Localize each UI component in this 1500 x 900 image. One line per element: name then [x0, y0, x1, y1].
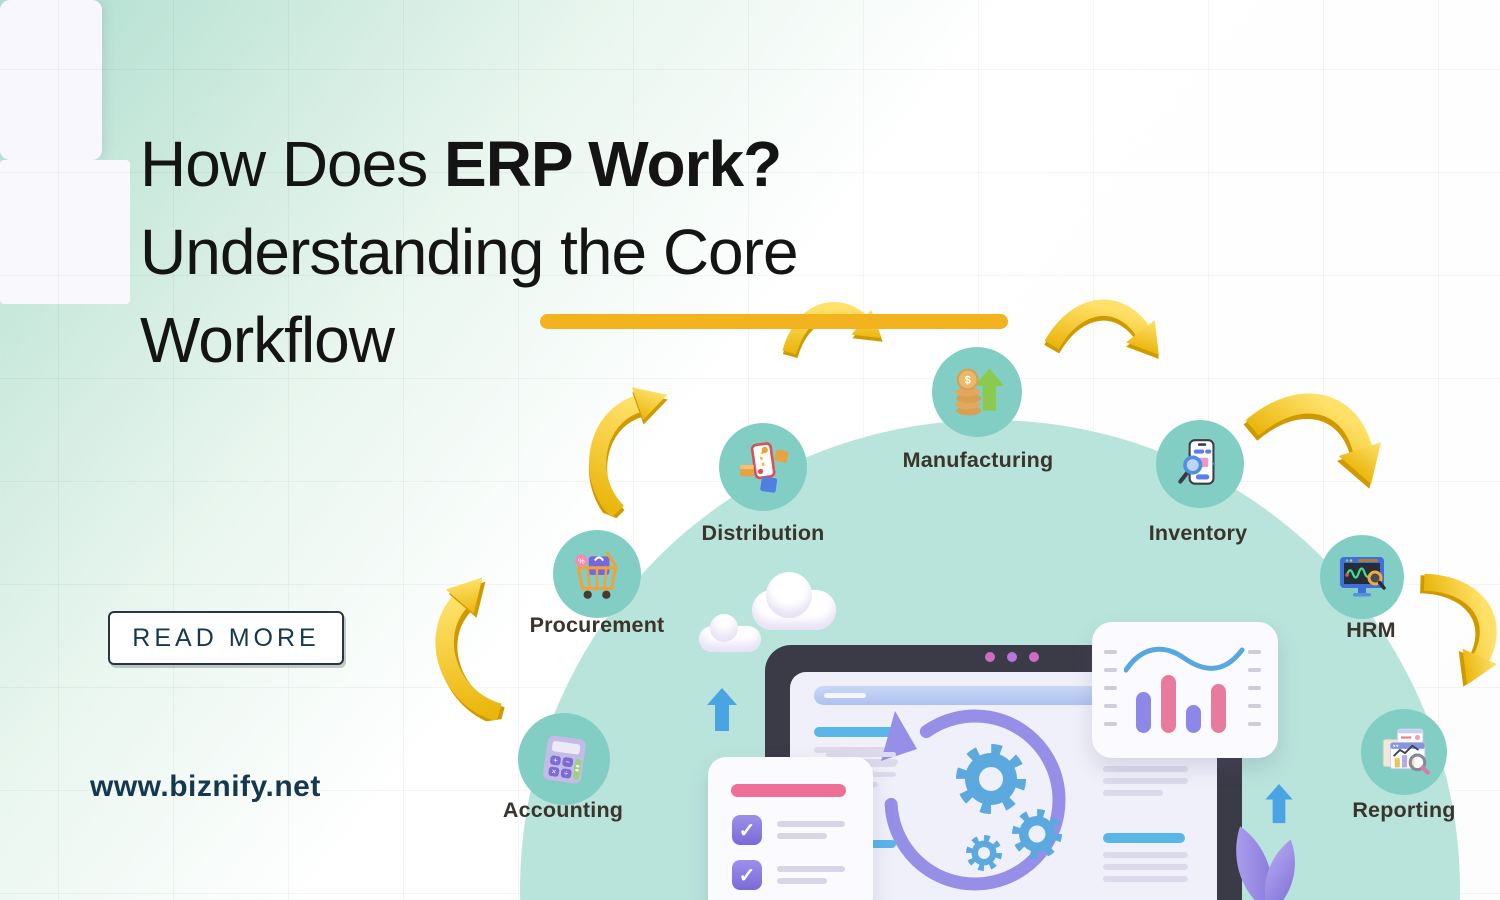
- headline-block: How Does ERP Work? Understanding the Cor…: [140, 120, 1008, 384]
- node-label-inventory: Inventory: [1148, 521, 1248, 545]
- leaf-icon: [1236, 826, 1272, 900]
- svg-text:›: ›: [1211, 458, 1214, 468]
- gear-small: [966, 835, 1002, 871]
- page-title-line3: Workflow: [140, 304, 395, 376]
- up-arrow-icon: [707, 688, 737, 731]
- node-procurement: %: [553, 530, 641, 618]
- screen-heading-line: [814, 727, 898, 737]
- node-hrm: [1320, 535, 1404, 619]
- flow-arrow-icon: [1243, 393, 1382, 489]
- read-more-button[interactable]: READ MORE: [108, 611, 344, 665]
- node-manufacturing: $: [932, 347, 1022, 437]
- laptop-dot-3: [1029, 652, 1039, 662]
- trend-line-icon: [1124, 646, 1245, 673]
- calculator-icon: + − × ÷: [543, 735, 586, 784]
- svg-text:$: $: [965, 375, 972, 387]
- leaf-icon: [1264, 839, 1295, 900]
- title-bold: ERP Work?: [444, 128, 782, 200]
- report-magnifier-icon: [1382, 728, 1430, 775]
- title-highlight-underline: [540, 314, 1008, 329]
- checkbox-checked: ✓: [732, 860, 762, 890]
- gear-medium: [1012, 809, 1062, 859]
- node-label-distribution: Distribution: [701, 521, 825, 545]
- flow-arrow-icon: [1044, 299, 1159, 360]
- node-reporting: [1361, 709, 1447, 795]
- node-label-manufacturing: Manufacturing: [902, 448, 1054, 472]
- node-label-hrm: HRM: [1346, 618, 1396, 642]
- node-inventory: ›: [1156, 420, 1244, 508]
- delivery-phone-icon: [740, 442, 789, 493]
- shopping-cart-icon: %: [575, 551, 618, 599]
- node-label-procurement: Procurement: [529, 613, 665, 637]
- svg-text:÷: ÷: [563, 769, 569, 779]
- node-label-reporting: Reporting: [1352, 798, 1456, 822]
- chart-bar: [1161, 675, 1176, 733]
- svg-text:+: +: [552, 756, 558, 766]
- screen-search-bar: [814, 686, 1100, 705]
- flow-arrow-icon: [435, 577, 506, 727]
- page-title-line1: How Does ERP Work?: [140, 120, 798, 208]
- chart-bar: [1186, 705, 1201, 733]
- document-sheet-middle: [0, 0, 102, 160]
- checkbox-checked: ✓: [732, 815, 762, 845]
- node-accounting: + − × ÷: [518, 713, 610, 805]
- svg-text:×: ×: [551, 767, 557, 777]
- svg-text:−: −: [565, 757, 571, 767]
- analytics-chart-card: [1092, 622, 1278, 758]
- flow-arrow-icon: [588, 387, 668, 523]
- laptop-dot-1: [985, 652, 995, 662]
- cloud-small-lobe: [710, 614, 738, 642]
- screen-text-line: [814, 747, 898, 753]
- page-title-line2: Understanding the Core: [140, 216, 799, 288]
- document-sheet-right: [0, 160, 130, 304]
- title-regular: How Does: [140, 128, 444, 200]
- svg-text:%: %: [578, 557, 585, 566]
- process-gears-icon: [881, 709, 1066, 891]
- checklist-title-bar: [731, 784, 846, 797]
- coins-growth-icon: $: [955, 368, 1004, 416]
- laptop-dot-2: [1007, 652, 1017, 662]
- gear-large: [956, 744, 1026, 814]
- phone-search-icon: ›: [1178, 439, 1215, 485]
- node-distribution: [719, 423, 807, 511]
- chart-bar: [1211, 684, 1226, 733]
- website-link[interactable]: www.biznify.net: [90, 770, 321, 803]
- node-label-accounting: Accounting: [502, 798, 624, 822]
- monitor-analytics-icon: [1340, 557, 1386, 597]
- flow-arrow-icon: [1419, 573, 1497, 687]
- cloud-large-lobe: [766, 572, 812, 618]
- chart-bar: [1136, 692, 1151, 733]
- up-arrow-icon: [1265, 784, 1293, 824]
